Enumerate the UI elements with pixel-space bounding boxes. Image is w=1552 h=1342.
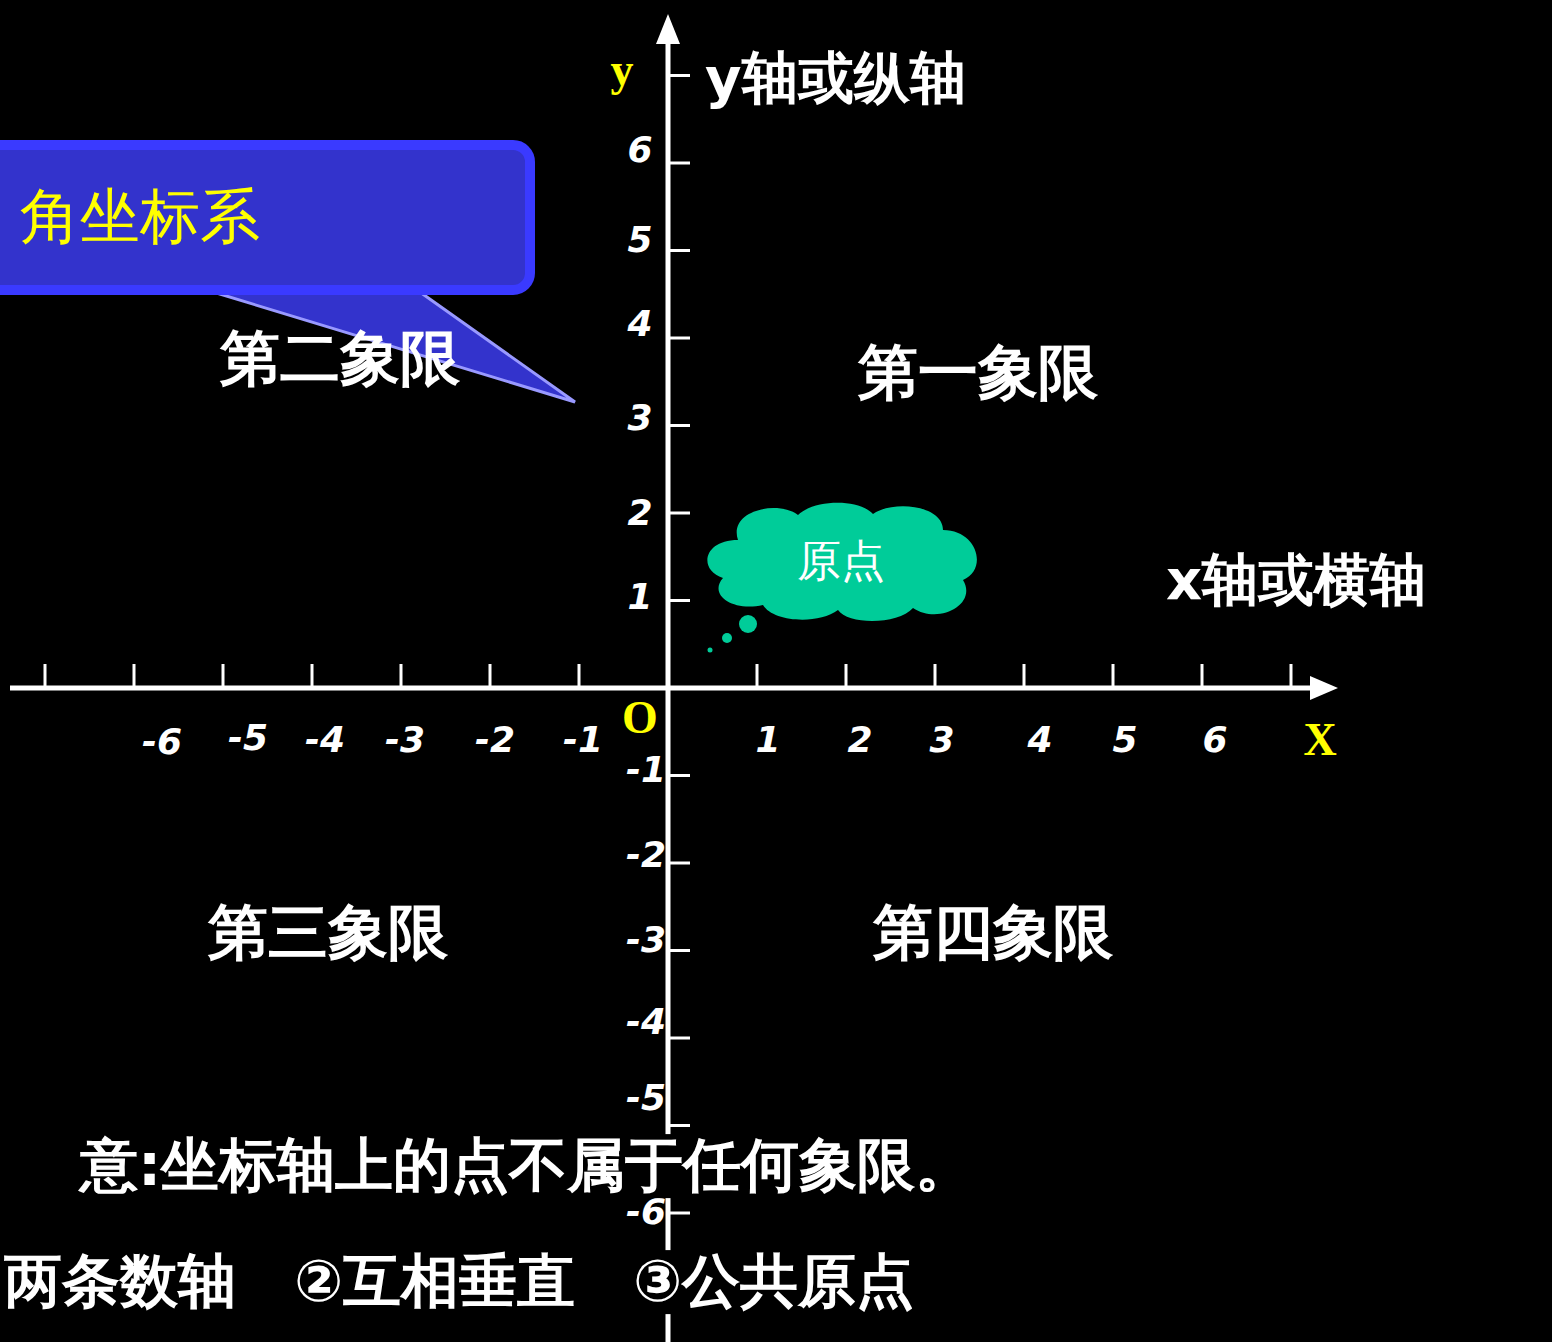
axis-letter: X: [1303, 715, 1336, 766]
tick-number: -3: [385, 720, 425, 760]
axis-letter: y: [611, 45, 634, 96]
tick-number: -5: [626, 1078, 666, 1118]
tick-number: -5: [228, 718, 268, 758]
y-tick: [668, 512, 690, 515]
tick-number: 4: [1027, 720, 1052, 760]
x-tick: [1023, 664, 1026, 688]
tick-number: -6: [142, 722, 182, 762]
thought-dots: [708, 615, 758, 653]
y-tick: [668, 162, 690, 165]
y-tick: [668, 862, 690, 865]
tick-number: 2: [847, 720, 872, 760]
callout-box: 角坐标系: [0, 140, 535, 295]
quadrant-name: 第一象限: [858, 339, 1098, 405]
y-tick: [668, 74, 690, 77]
x-tick: [756, 664, 759, 688]
tick-number: 6: [1202, 720, 1227, 760]
x-tick: [1290, 664, 1293, 688]
x-axis: [10, 686, 1318, 691]
tick-number: -4: [305, 720, 345, 760]
tick-number: -4: [626, 1002, 666, 1042]
axis-name: x轴或横轴: [1166, 549, 1426, 611]
axis-name: y轴或纵轴: [705, 47, 966, 109]
quadrant-name: 第二象限: [220, 325, 460, 391]
x-tick: [44, 664, 47, 688]
x-tick: [845, 664, 848, 688]
tick-number: -3: [626, 920, 666, 960]
tick-number: 1: [755, 720, 780, 760]
y-tick: [668, 249, 690, 252]
tick-number: -1: [626, 750, 666, 790]
y-arrowhead: [656, 14, 680, 44]
tick-number: 5: [1112, 720, 1137, 760]
y-tick: [668, 774, 690, 777]
quadrant-name: 第四象限: [873, 899, 1113, 965]
x-tick: [222, 664, 225, 688]
quadrant-name: 第三象限: [208, 899, 448, 965]
y-tick: [668, 1037, 690, 1040]
tick-number: -6: [626, 1192, 666, 1232]
x-tick: [578, 664, 581, 688]
tick-number: -1: [563, 720, 603, 760]
tick-number: 6: [627, 130, 652, 170]
y-tick: [668, 1212, 690, 1215]
cloud-bubble: 原点: [698, 500, 983, 622]
tick-number: -2: [475, 720, 515, 760]
node-text: 角坐标系: [20, 177, 260, 258]
note-text: 两条数轴 ②互相垂直 ③公共原点: [4, 1250, 914, 1314]
note-text: 意:坐标轴上的点不属于任何象限。: [80, 1134, 973, 1198]
x-tick: [400, 664, 403, 688]
x-tick: [311, 664, 314, 688]
tick-number: -2: [626, 835, 666, 875]
tick-number: 4: [627, 304, 652, 344]
tick-number: 2: [627, 493, 652, 533]
origin-letter: O: [622, 693, 658, 744]
x-tick: [133, 664, 136, 688]
node-text: 原点: [797, 532, 885, 591]
x-tick: [1201, 664, 1204, 688]
x-tick: [934, 664, 937, 688]
callout-tail: [190, 285, 575, 402]
y-tick: [668, 337, 690, 340]
x-arrowhead: [1310, 676, 1338, 700]
x-tick: [489, 664, 492, 688]
y-tick: [668, 949, 690, 952]
y-tick: [668, 1124, 690, 1127]
tick-number: 1: [627, 577, 652, 617]
tick-number: 3: [929, 720, 954, 760]
x-tick: [1112, 664, 1115, 688]
y-tick: [668, 599, 690, 602]
tick-number: 5: [627, 220, 652, 260]
y-tick: [668, 424, 690, 427]
tick-number: 3: [627, 398, 652, 438]
